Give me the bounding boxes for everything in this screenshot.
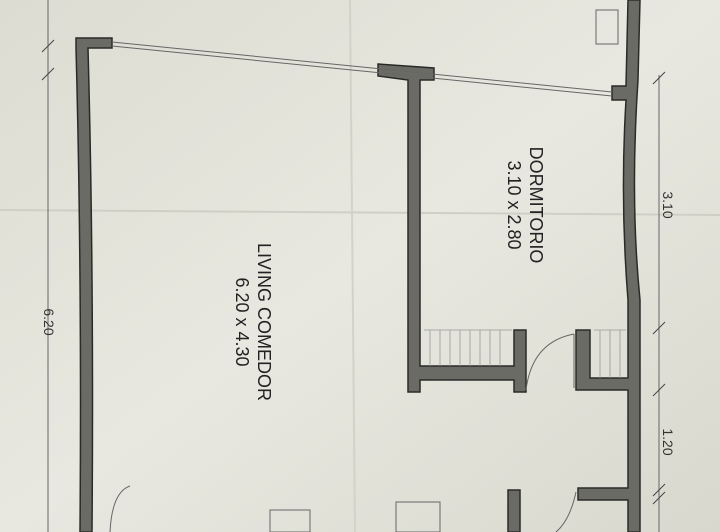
room-size-dormitorio: 3.10 x 2.80 [504, 160, 524, 249]
stove [395, 501, 441, 532]
room-size-living: 6.20 x 4.30 [232, 277, 252, 366]
paper-fold [349, 0, 356, 532]
dimension-label-6-20: 6.20 [41, 308, 57, 335]
dimension-label-1-20: 1.20 [660, 428, 676, 455]
paper-fold [0, 209, 720, 216]
door-swing [555, 491, 577, 532]
fixture-box [595, 9, 619, 45]
walls [75, 0, 641, 532]
door-swing [525, 333, 575, 391]
dimension-lines [41, 0, 666, 532]
door-swing [109, 485, 131, 532]
dimension-label-3-10: 3.10 [660, 191, 676, 218]
room-name-living: LIVING COMEDOR [254, 243, 274, 401]
fixtures [109, 9, 626, 532]
room-name-dormitorio: DORMITORIO [526, 147, 546, 264]
